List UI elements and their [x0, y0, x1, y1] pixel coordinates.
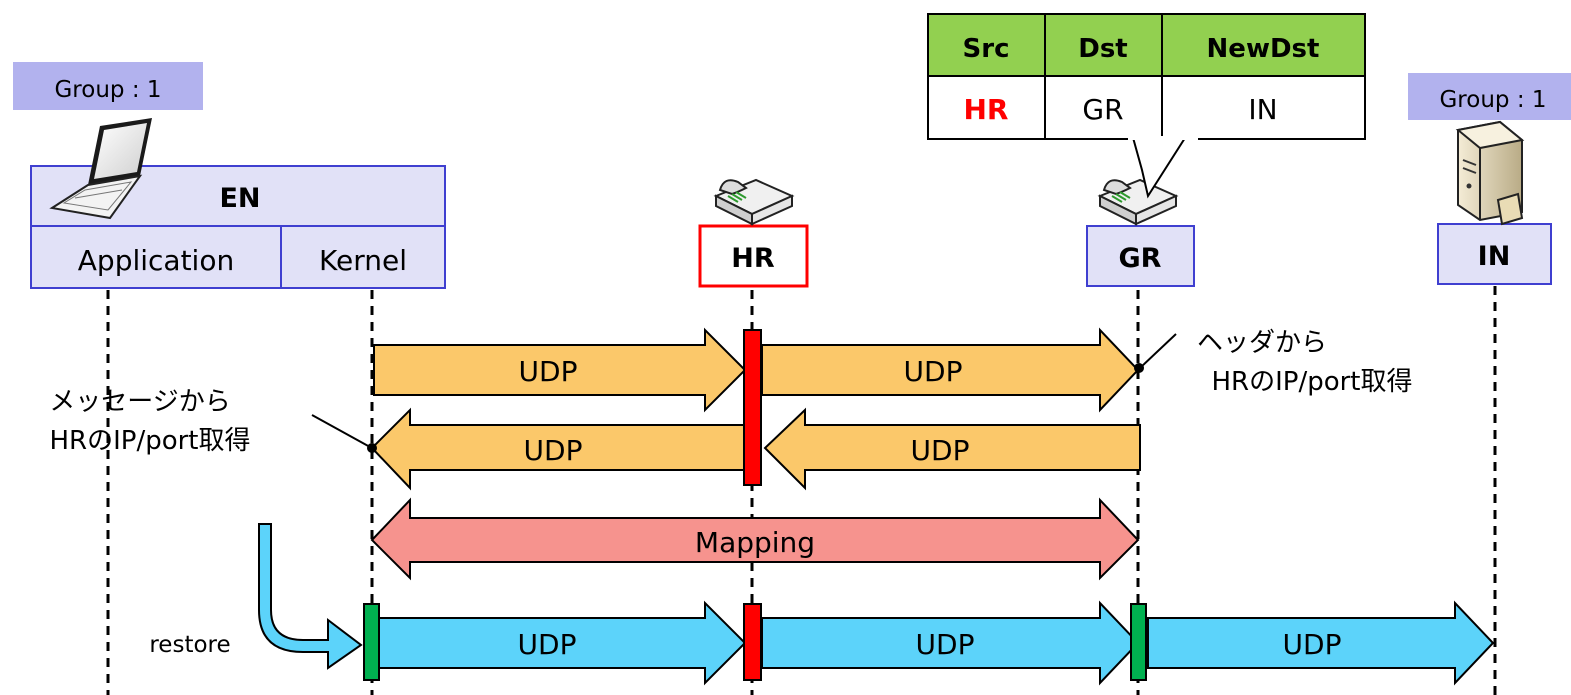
server-icon: [1455, 120, 1525, 226]
udp-arrow-gr-to-hr: [763, 407, 1141, 491]
restore-arrow-icon: [258, 523, 363, 670]
udp-label-1: UDP: [519, 355, 578, 388]
router-icon-hr: [713, 178, 795, 226]
udp-arrow-kernel-to-hr: [373, 327, 747, 413]
udp-label-4: UDP: [911, 434, 970, 467]
restore-label: restore: [149, 632, 230, 658]
table-header-dst: Dst: [1078, 34, 1128, 64]
in-node-box: [1437, 223, 1552, 285]
right-note-line1: ヘッダから: [1197, 328, 1327, 358]
application-box: [30, 225, 282, 289]
hr-activation-bar: [743, 329, 762, 486]
mapping-label: Mapping: [695, 526, 815, 559]
left-note-dot: [367, 443, 377, 453]
kernel-box: [280, 225, 446, 289]
routing-table: [927, 13, 1366, 199]
left-note-pointer: [311, 414, 371, 448]
group-label-left: Group : 1: [54, 77, 161, 103]
udp-arrow-hr-to-kernel: [370, 407, 745, 491]
udp-label-3: UDP: [524, 434, 583, 467]
in-node-label: IN: [1478, 241, 1511, 272]
application-label: Application: [78, 244, 234, 277]
laptop-icon: [49, 118, 152, 220]
left-note-line1: メッセージから: [49, 387, 230, 417]
right-note-pointer: [1139, 333, 1177, 369]
udp-blue-hr-to-gr: [761, 600, 1140, 686]
hr-activation-bar-2: [743, 603, 762, 681]
right-note-dot: [1134, 363, 1144, 373]
group-label-right: Group : 1: [1439, 87, 1546, 113]
left-note-line2: HRのIP/port取得: [49, 426, 250, 456]
table-header-src: Src: [963, 34, 1010, 64]
gr-node-box: [1086, 225, 1195, 287]
gr-activation-bar: [1130, 603, 1147, 681]
en-title: EN: [219, 183, 260, 214]
hr-node-label: HR: [731, 243, 775, 274]
router-icon-gr: [1097, 178, 1179, 226]
table-cell-newdst: IN: [1248, 93, 1277, 126]
table-cell-src: HR: [964, 93, 1009, 126]
group-label-left-bg: [13, 62, 203, 110]
hr-node-box: [698, 224, 809, 288]
table-header-newdst: NewDst: [1207, 34, 1320, 64]
right-note-line2: HRのIP/port取得: [1211, 367, 1412, 397]
udp-arrow-hr-to-gr: [761, 327, 1140, 413]
udp-blue-gr-to-in: [1147, 600, 1495, 686]
udp-label-6: UDP: [916, 628, 975, 661]
udp-blue-kernel-to-hr: [373, 600, 747, 686]
mapping-arrow: [370, 497, 1140, 581]
gr-node-label: GR: [1119, 243, 1162, 274]
udp-label-7: UDP: [1283, 628, 1342, 661]
udp-label-5: UDP: [518, 628, 577, 661]
group-label-right-bg: [1408, 73, 1571, 120]
kernel-label: Kernel: [319, 244, 407, 277]
udp-label-2: UDP: [904, 355, 963, 388]
table-cell-dst: GR: [1082, 93, 1123, 126]
kernel-activation-bar: [363, 603, 380, 681]
